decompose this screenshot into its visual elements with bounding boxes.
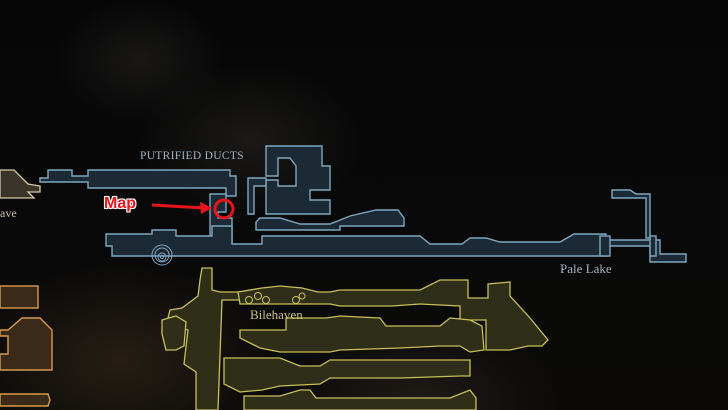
area-label-cave-partial: ave	[0, 206, 17, 220]
arrow-icon	[151, 202, 212, 214]
orange-region-fragment	[0, 285, 53, 407]
cave-region-fragment	[0, 169, 41, 199]
area-label-bilehaven: Bilehaven	[250, 307, 303, 322]
area-label-pale-lake: Pale Lake	[560, 261, 612, 276]
map-marker-circle[interactable]	[213, 198, 235, 220]
shell-cluster-icon	[245, 292, 306, 304]
map-annotation-label: Map	[104, 195, 136, 212]
area-label-putrified-ducts: PUTRIFIED DUCTS	[140, 150, 244, 162]
putrified-ducts-region[interactable]	[39, 145, 687, 263]
bilehaven-region[interactable]	[161, 267, 549, 410]
spiral-bench-icon[interactable]	[151, 244, 173, 266]
